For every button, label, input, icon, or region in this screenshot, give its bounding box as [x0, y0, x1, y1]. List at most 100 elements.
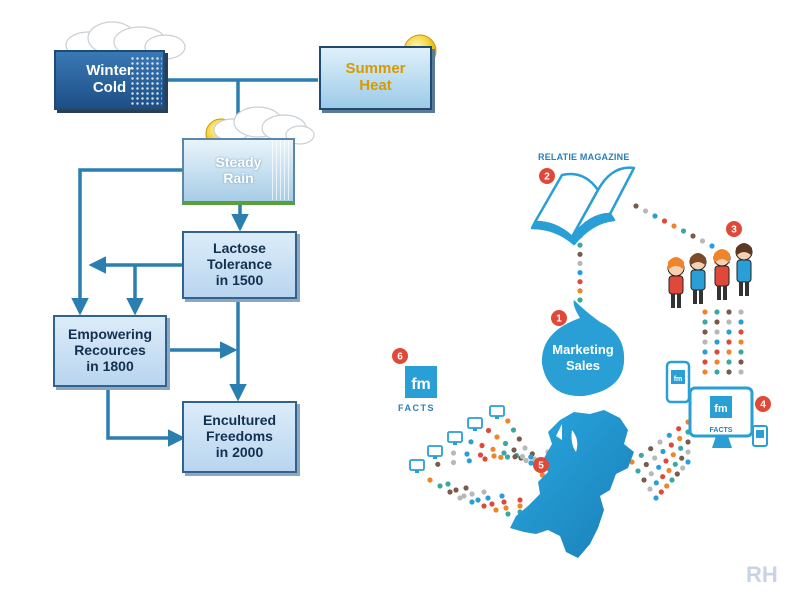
path-dot	[450, 459, 457, 466]
path-dot	[511, 447, 517, 453]
path-dot	[643, 461, 649, 468]
left-monitor-icons	[409, 405, 505, 473]
path-dot	[702, 339, 708, 345]
path-dot	[641, 477, 647, 483]
path-dot	[726, 329, 732, 335]
path-dot	[657, 439, 663, 445]
path-dot	[577, 260, 583, 266]
dotted-paths	[419, 203, 744, 521]
path-dot	[490, 446, 496, 452]
path-dot	[679, 455, 685, 461]
small-monitor-stand	[495, 416, 499, 419]
path-dot	[699, 238, 706, 244]
path-dot	[481, 503, 487, 509]
path-dot	[494, 434, 500, 440]
flowchart-connectors	[71, 78, 318, 447]
path-dot	[468, 439, 474, 445]
path-dot	[461, 493, 467, 499]
small-monitor-icon	[409, 459, 425, 471]
number-badge	[726, 221, 742, 237]
path-dot	[685, 459, 691, 465]
path-dot	[652, 213, 658, 219]
path-dot	[709, 243, 715, 249]
path-dot	[677, 435, 683, 442]
path-dot	[502, 440, 509, 447]
small-monitor-stand	[433, 456, 437, 459]
path-dot	[738, 359, 744, 365]
path-dot	[670, 452, 676, 458]
path-dot	[656, 464, 662, 470]
encultured-freedoms-box: Encultured Freedoms in 2000	[182, 401, 297, 473]
path-dot	[522, 445, 528, 451]
marketing-sales-bubble	[541, 300, 625, 397]
path-dot	[463, 485, 469, 491]
lactose-tolerance-box: Lactose Tolerance in 1500	[182, 231, 297, 299]
path-dot	[485, 495, 491, 501]
small-monitor-stand	[453, 442, 457, 445]
path-dot	[648, 471, 654, 477]
path-dot	[702, 359, 708, 365]
path-dot	[714, 329, 720, 335]
monitor-fm-logo: fm	[714, 403, 728, 415]
path-dot	[660, 474, 666, 480]
path-dot	[726, 369, 732, 375]
path-dot	[738, 309, 744, 315]
path-dot	[505, 511, 511, 517]
path-dot	[653, 495, 659, 501]
path-dot	[738, 349, 744, 355]
path-dot	[676, 426, 682, 432]
path-dot	[493, 507, 499, 513]
path-dot	[678, 445, 684, 451]
path-dot	[469, 491, 475, 497]
path-dot	[702, 329, 708, 335]
path-dot	[523, 457, 529, 464]
path-dot	[664, 483, 670, 489]
fm-logo-text: fm	[411, 376, 431, 393]
marketing-sales-label: Marketing Sales	[552, 342, 614, 374]
small-monitor-icon	[489, 405, 505, 417]
path-dot	[672, 461, 678, 467]
path-dot	[658, 489, 664, 495]
path-dot	[469, 499, 475, 505]
watermark-rh: RH	[746, 562, 778, 587]
path-dot	[577, 251, 583, 257]
path-dot	[714, 309, 720, 315]
path-dot	[577, 242, 583, 248]
number-badge-label: 6	[397, 352, 403, 363]
path-dot	[647, 486, 653, 492]
path-dot	[457, 495, 463, 501]
path-dot	[702, 369, 708, 375]
path-dot	[485, 427, 492, 434]
path-dot	[714, 339, 720, 345]
path-dot	[702, 309, 708, 315]
path-dot	[475, 497, 481, 503]
path-dot	[660, 448, 666, 455]
path-dot	[661, 218, 668, 224]
path-dot	[577, 279, 583, 285]
small-monitor-icon	[467, 417, 483, 429]
path-dot	[726, 349, 732, 355]
people-group-icon	[667, 243, 753, 308]
path-dot	[503, 505, 509, 511]
path-dot	[481, 489, 487, 495]
small-monitor-icon	[427, 445, 443, 457]
path-dot	[427, 477, 433, 483]
path-dot	[501, 499, 507, 505]
path-dot	[714, 319, 720, 325]
path-dot	[653, 480, 659, 486]
tablet-icon	[752, 425, 768, 447]
magazine-book-icon	[530, 166, 636, 246]
path-dot	[519, 453, 526, 460]
path-dot	[577, 297, 583, 303]
path-dot	[498, 454, 504, 460]
path-dot	[702, 319, 708, 325]
path-dot	[505, 418, 511, 424]
path-dot	[435, 461, 441, 467]
path-dot	[726, 319, 732, 325]
magazine-title: RELATIE MAGAZINE	[538, 152, 630, 162]
path-dot	[738, 319, 744, 325]
netherlands-map	[510, 410, 634, 558]
rain-streaks	[272, 140, 290, 200]
number-badge-label: 1	[556, 314, 562, 325]
path-dot	[663, 458, 669, 464]
